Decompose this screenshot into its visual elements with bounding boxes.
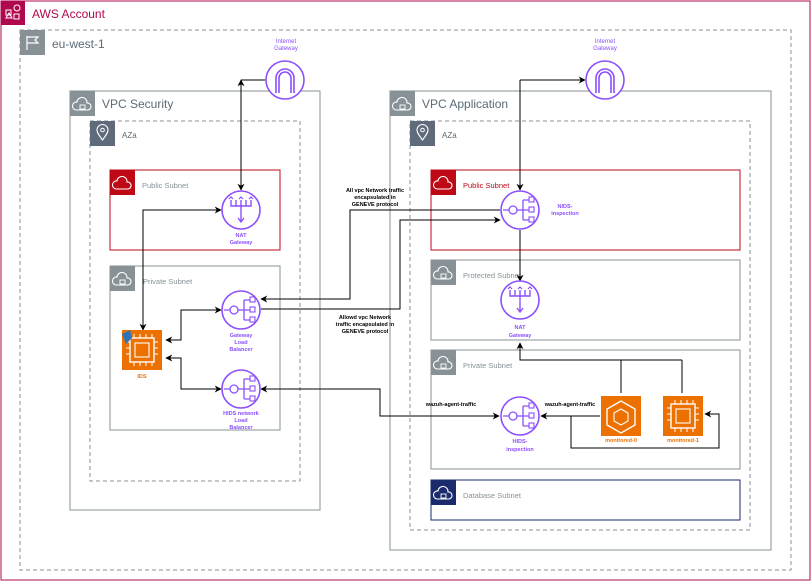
nat-gateway-label: NAT [515,325,527,331]
annotation-line: All vpc Network traffic [346,188,404,194]
database-subnet-icon [431,480,456,505]
annotation-all-traffic: All vpc Network traffic encapsulated in … [346,188,404,208]
protected-subnet-label: Protected Subnet [463,271,522,280]
connector-gwlb-ids [165,306,222,344]
connector-hidslb-hids [260,385,500,420]
nat-gateway-label: Gateway [230,240,254,246]
protected-subnet-icon [431,260,456,285]
connector-hidslb-ids [165,354,222,393]
vpc-cloud-icon [390,91,415,116]
hids-load-balancer-label: Load [234,418,247,424]
private-subnet-icon [431,350,456,375]
wazuh-traffic-label-left: wazuh-agent-traffic [425,402,476,408]
hids-inspection-label: inspection [506,447,534,453]
gateway-load-balancer-icon[interactable] [221,290,261,330]
private-subnet-label: Private Subnet [143,277,193,286]
connector-monitored1-hids [570,410,720,449]
connector-monitored-nat [516,342,622,393]
vpc-application-group: VPC Application AZa Public Subnet Protec… [389,90,772,551]
hids-load-balancer-icon[interactable] [221,369,261,409]
vpc-security-group: VPC Security AZa Public Subnet Private S… [69,90,321,511]
az-label: AZa [122,131,137,140]
ids-instance-icon[interactable] [122,330,162,370]
region-group: eu-west-1 [19,29,792,571]
annotation-line: traffic encapsulated in [336,322,395,328]
monitored-0-icon[interactable] [601,396,641,436]
gateway-load-balancer-label: Gateway [230,333,254,339]
wazuh-traffic-label-right: wazuh-agent-traffic [544,402,595,408]
hids-load-balancer-label: Balancer [229,425,253,431]
private-subnet-icon [110,266,135,291]
region-label: eu-west-1 [52,37,105,51]
internet-gateway-icon[interactable] [265,60,305,100]
gateway-load-balancer-label: Load [234,340,247,346]
internet-gateway-label: Internet [276,39,297,45]
nat-gateway-label: NAT [236,233,248,239]
connector-gwlb-nids [261,216,501,310]
annotation-line: encapsulated in [354,195,396,201]
internet-gateway-label: Gateway [274,46,298,52]
hids-load-balancer-label: HIDS network [223,411,260,417]
internet-gateway-icon[interactable] [585,60,625,100]
public-subnet-label: Public Subnet [142,181,189,190]
account-icon [1,1,25,25]
public-subnet-label: Public Subnet [463,181,510,190]
az-label: AZa [442,131,457,140]
internet-gateway-label: Internet [595,39,616,45]
annotation-line: Allowd vpc Network [339,315,392,321]
connectors [139,76,720,449]
vpc-security-label: VPC Security [102,97,173,111]
annotation-line: GENEVE protocol [342,329,389,335]
connector-ids-nat [139,206,222,331]
region-flag-icon [20,30,45,55]
monitored-1-label: monitored-1 [667,438,699,444]
vpc-application-label: VPC Application [422,97,508,111]
az-pin-icon [410,121,435,146]
gateway-load-balancer-label: Balancer [229,347,253,353]
connector-nids-gwlb [260,209,500,303]
database-subnet-label: Database Subnet [463,491,522,500]
public-subnet-icon [110,170,135,195]
vpc-cloud-icon [70,91,95,116]
annotation-line: GENEVE protocol [352,202,399,208]
nids-inspection-icon[interactable] [500,190,540,230]
nat-gateway-icon[interactable] [221,190,261,230]
monitored-0-label: monitored-0 [605,438,637,444]
monitored-1-icon[interactable] [663,396,703,436]
az-pin-icon [90,121,115,146]
nat-gateway-icon[interactable] [500,280,540,320]
annotation-allowed-traffic: Allowd vpc Network traffic encapsulated … [336,315,395,335]
account-label: AWS Account [32,7,106,21]
internet-gateway-label: Gateway [593,46,617,52]
hids-inspection-icon[interactable] [500,396,540,436]
ids-label: IDS [137,374,147,380]
nids-inspection-label: inspection [551,211,579,217]
nids-inspection-label: NIDS- [558,204,573,210]
private-subnet-label: Private Subnet [463,361,513,370]
nat-gateway-label: Gateway [509,333,533,339]
hids-inspection-label: HIDS- [513,439,528,445]
public-subnet-icon [431,170,456,195]
